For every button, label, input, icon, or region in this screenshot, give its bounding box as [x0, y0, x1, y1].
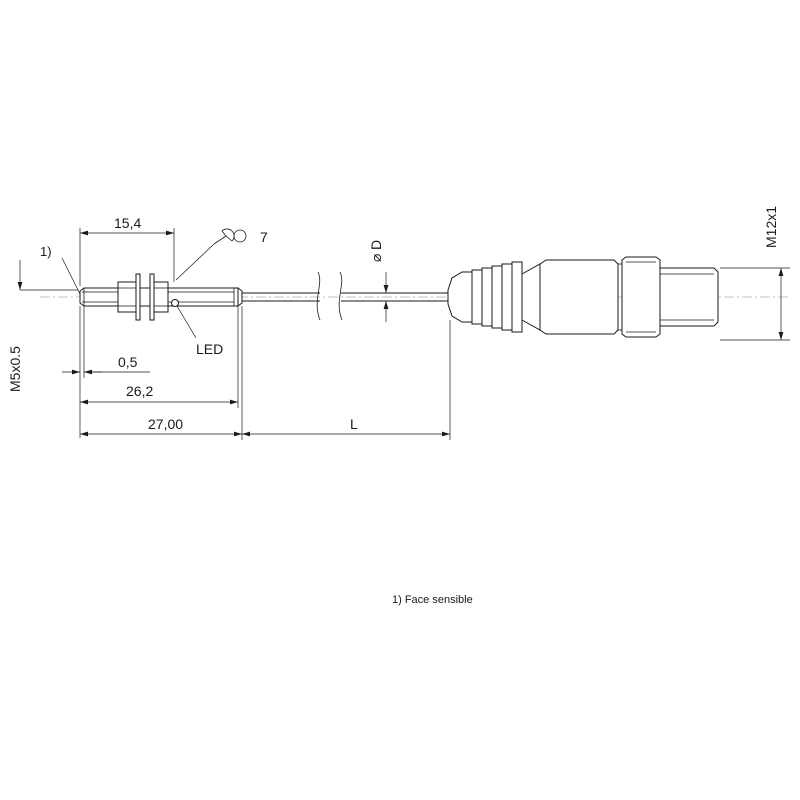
- dim-L: L: [350, 416, 358, 432]
- note-marker-1: 1): [40, 244, 52, 259]
- dim-27: 27,00: [148, 416, 183, 432]
- led-label: LED: [196, 341, 223, 357]
- sensor-body: [79, 273, 243, 321]
- dim-26-2: 26,2: [126, 383, 153, 399]
- dim-0-5: 0,5: [118, 354, 138, 370]
- led-indicator: [171, 299, 179, 307]
- footnote: 1) Face sensible: [392, 594, 473, 606]
- m12-connector: [447, 256, 719, 338]
- dim-7: 7: [260, 229, 268, 245]
- diameter-symbol: ⌀: [368, 253, 384, 262]
- dim-m5: M5x0.5: [7, 346, 23, 392]
- cable: [242, 271, 448, 321]
- wrench-icon: [213, 228, 247, 245]
- dim-15-4: 15,4: [114, 215, 141, 231]
- dim-D: D: [368, 240, 384, 250]
- dim-m12: M12x1: [763, 206, 779, 248]
